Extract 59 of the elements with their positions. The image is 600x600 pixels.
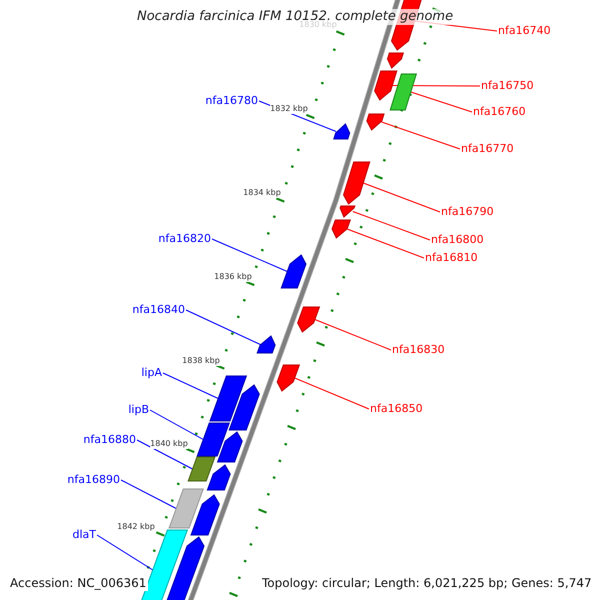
gene-label: nfa16880 <box>83 433 136 446</box>
gene-segment <box>343 162 370 205</box>
gene-segment <box>228 384 260 430</box>
leader-line <box>352 211 430 240</box>
scale-label: 1832 kbp <box>270 104 308 114</box>
gene-segment <box>366 114 385 131</box>
leader-line <box>314 319 392 350</box>
gene-segment <box>216 431 243 462</box>
scale-label: 1834 kbp <box>243 188 281 198</box>
gene-label: nfa16830 <box>392 343 445 356</box>
footer-text: Topology: circular; Length: 6,021,225 bp; Genes: 5,747 <box>260 576 594 591</box>
gene-label: nfa16850 <box>370 402 423 415</box>
gene-label: nfa16740 <box>498 24 551 37</box>
leader-line <box>136 440 194 470</box>
gene-label: nfa16810 <box>425 251 478 264</box>
gene-segment <box>256 335 276 354</box>
leader-line <box>96 534 154 570</box>
gene-label: lipB <box>128 403 149 416</box>
gene-segment <box>190 494 220 536</box>
leader-line <box>186 310 261 345</box>
gene-label: nfa16770 <box>461 142 514 155</box>
footer-text: Accession: NC_006361 <box>8 576 148 591</box>
gene-segment <box>340 206 356 218</box>
gene-label: nfa16750 <box>481 79 534 92</box>
leader-line <box>162 372 219 399</box>
gene-segment <box>280 254 306 288</box>
gene-label: nfa16780 <box>205 94 258 107</box>
gene-segment <box>209 376 248 422</box>
leader-line <box>294 378 370 410</box>
gene-segment <box>206 464 231 490</box>
gene-label: nfa16760 <box>473 105 526 118</box>
gene-label: nfa16820 <box>158 232 211 245</box>
gene-segment <box>187 456 216 482</box>
gene-segment <box>332 220 352 239</box>
gene-label: nfa16800 <box>431 233 484 246</box>
gene-label: lipA <box>141 366 162 379</box>
gene-label: nfa16790 <box>441 205 494 218</box>
leader-line <box>120 480 177 509</box>
gene-label: nfa16840 <box>132 303 185 316</box>
leader-line <box>212 238 288 272</box>
scale-label: 1842 kbp <box>117 522 155 532</box>
gene-segment <box>374 70 398 101</box>
leader-line <box>381 122 460 150</box>
gene-label: nfa16890 <box>67 473 120 486</box>
scale-label: 1838 kbp <box>182 356 220 366</box>
gene-segment <box>276 364 300 392</box>
gene-segment <box>196 422 230 456</box>
leader-line <box>150 410 204 440</box>
leader-line <box>362 182 440 212</box>
gene-segment <box>333 123 350 140</box>
scale-label: 1840 kbp <box>150 439 188 449</box>
leader-line <box>346 228 424 258</box>
gene-segment <box>168 488 204 528</box>
gene-label: dlaT <box>72 528 96 541</box>
scale-label: 1836 kbp <box>214 272 252 282</box>
leader-line <box>410 92 472 112</box>
gene-segment <box>386 52 404 69</box>
gene-segment <box>390 74 418 110</box>
gene-segment <box>297 306 320 333</box>
